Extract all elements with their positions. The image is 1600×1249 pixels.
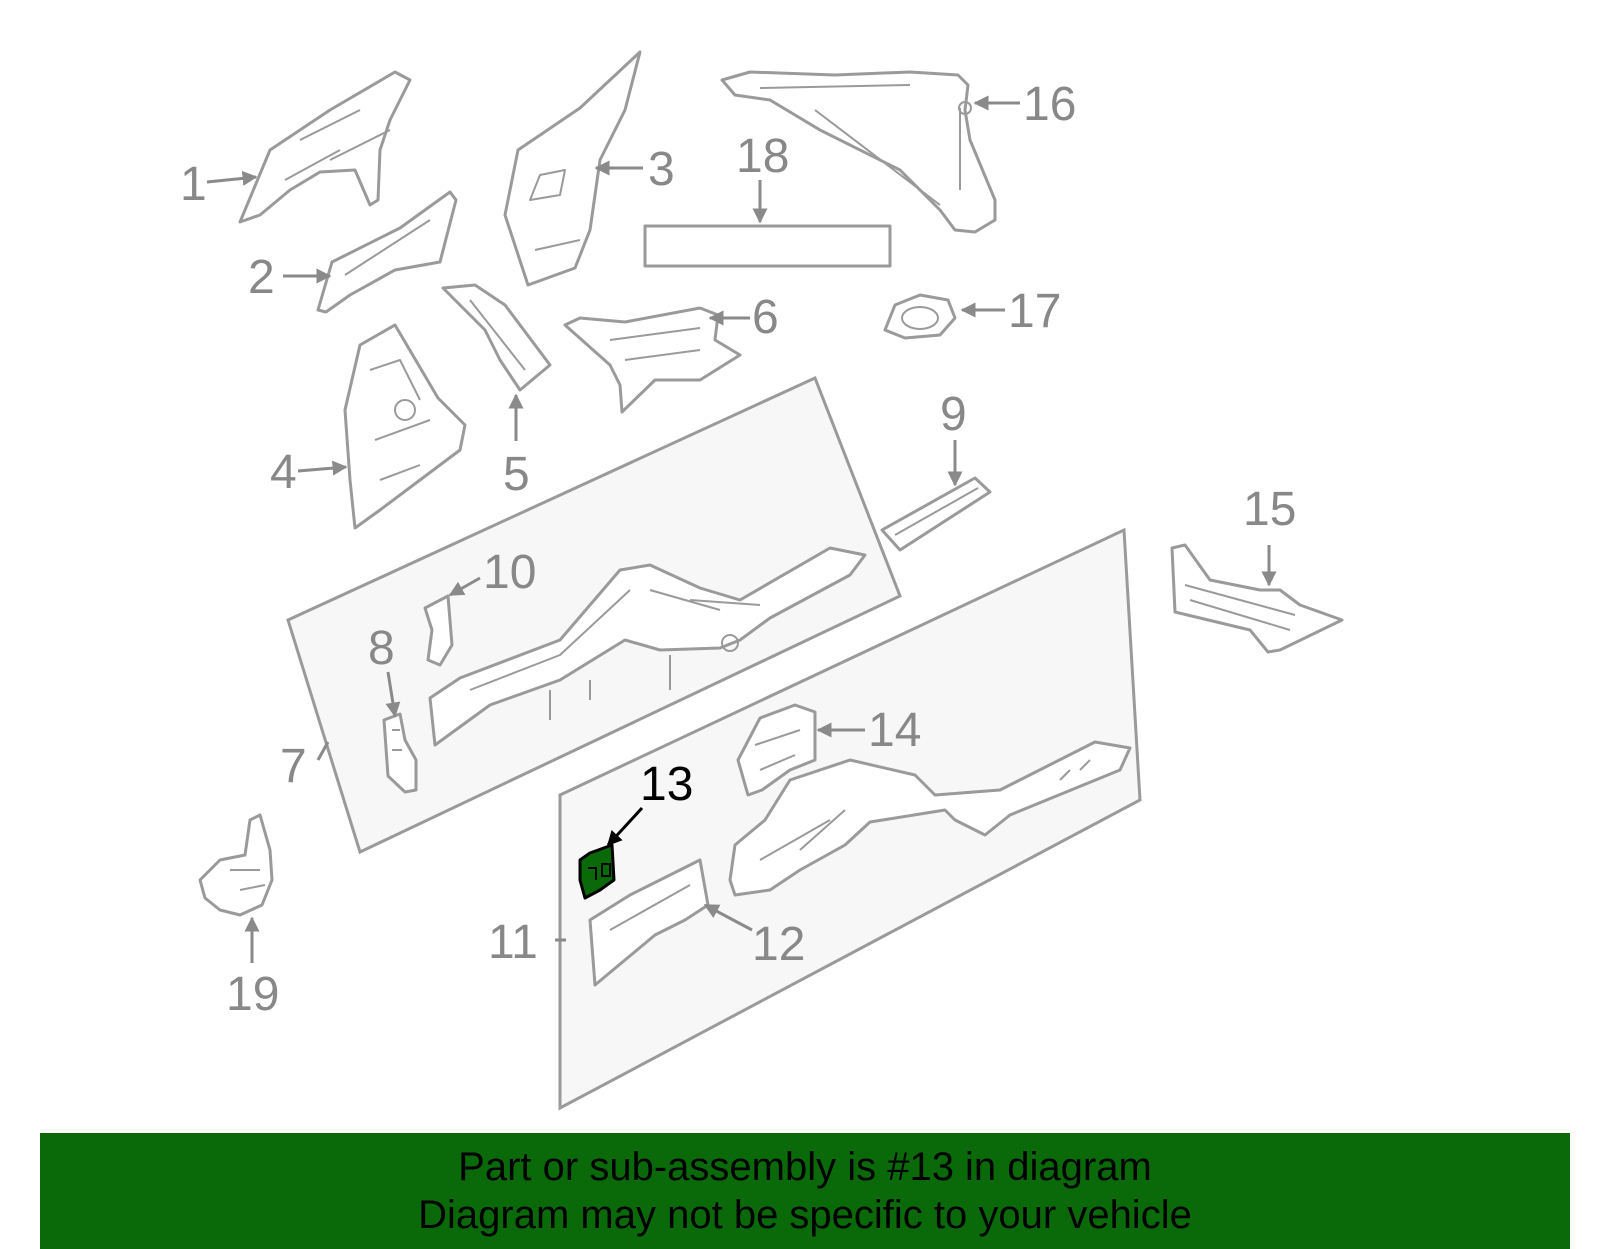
part-14[interactable]: [736, 703, 817, 797]
part-12[interactable]: [588, 858, 710, 987]
callout-4[interactable]: 4: [270, 446, 297, 499]
callout-labels: 1 2 3 4 5 6 7 8 9 10 11 12 13 14 15 16 1…: [180, 78, 1296, 1021]
callout-10[interactable]: 10: [483, 546, 536, 599]
callout-14[interactable]: 14: [868, 704, 921, 757]
callout-15[interactable]: 15: [1243, 483, 1296, 536]
part-8[interactable]: [382, 712, 418, 794]
callout-3[interactable]: 3: [648, 143, 675, 196]
part-19[interactable]: [198, 813, 274, 917]
part-18[interactable]: [643, 224, 892, 268]
part-15[interactable]: [1170, 543, 1344, 654]
part-9[interactable]: [880, 476, 992, 552]
part-1[interactable]: [238, 70, 412, 224]
leader-lines: [206, 95, 1277, 963]
callout-18[interactable]: 18: [736, 130, 789, 183]
part-4[interactable]: [343, 323, 467, 530]
part-3[interactable]: [503, 50, 642, 287]
callout-17[interactable]: 17: [1008, 285, 1061, 338]
banner-line-part-number: Part or sub-assembly is #13 in diagram: [458, 1145, 1152, 1189]
callout-5[interactable]: 5: [503, 448, 530, 501]
part-17[interactable]: [883, 293, 957, 340]
part-5[interactable]: [441, 283, 552, 392]
callout-13-highlighted[interactable]: 13: [640, 758, 693, 811]
info-banner: Part or sub-assembly is #13 in diagram D…: [40, 1133, 1570, 1249]
part-7-frame-rail[interactable]: [428, 546, 867, 747]
part-10[interactable]: [423, 594, 454, 667]
callout-1[interactable]: 1: [180, 158, 207, 211]
callout-8[interactable]: 8: [368, 622, 395, 675]
callout-16[interactable]: 16: [1023, 78, 1076, 131]
callout-2[interactable]: 2: [248, 251, 275, 304]
callout-6[interactable]: 6: [752, 291, 779, 344]
exploded-parts-diagram: 1 2 3 4 5 6 7 8 9 10 11 12 13 14 15 16 1…: [180, 50, 1344, 1111]
part-6[interactable]: [563, 306, 742, 414]
callout-11[interactable]: 11: [488, 916, 538, 969]
callout-12[interactable]: 12: [752, 918, 805, 971]
part-11-frame-rail[interactable]: [728, 740, 1132, 897]
callout-7[interactable]: 7: [280, 740, 307, 793]
part-13-highlighted[interactable]: [578, 843, 616, 900]
callout-19[interactable]: 19: [226, 968, 279, 1021]
part-16[interactable]: [720, 70, 997, 234]
callout-9[interactable]: 9: [940, 388, 967, 441]
part-2[interactable]: [316, 190, 458, 314]
banner-line-disclaimer: Diagram may not be specific to your vehi…: [418, 1193, 1192, 1237]
